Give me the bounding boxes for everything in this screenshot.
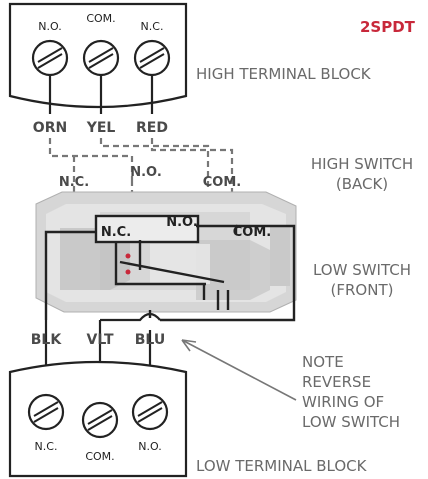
note-line-4: LOW SWITCH: [302, 413, 401, 431]
high-screw-no: [31, 39, 69, 77]
note-line-3: WIRING OF: [302, 393, 385, 411]
low-terminal-block: N.C. COM. N.O.: [8, 360, 188, 478]
low-screw-no: [131, 393, 169, 431]
note-text: NOTE REVERSE WIRING OF LOW SWITCH: [302, 352, 400, 432]
high-switch-label-line2: (BACK): [335, 175, 389, 193]
low-switch-label-line1: LOW SWITCH: [312, 261, 412, 279]
wire-label-blu: BLU: [135, 332, 165, 348]
high-terminal-nc: N.C.: [141, 20, 164, 33]
high-switch-label-line1: HIGH SWITCH: [310, 155, 414, 173]
contact-point-1: [125, 253, 131, 259]
note-line-2: REVERSE: [302, 373, 372, 391]
high-screw-nc: [133, 39, 171, 77]
wire-label-red: RED: [136, 120, 168, 136]
wire-label-orn: ORN: [33, 120, 67, 136]
high-switch-nc: N.C.: [59, 175, 89, 190]
low-switch-label: LOW SWITCH (FRONT): [304, 260, 420, 300]
low-screw-nc: [27, 393, 65, 431]
high-switch-label: HIGH SWITCH (BACK): [302, 154, 422, 194]
low-screw-com: [81, 401, 119, 439]
high-terminal-block: N.O. COM. N.C.: [8, 2, 188, 109]
high-terminal-block-label: HIGH TERMINAL BLOCK: [196, 65, 371, 83]
note-line-1: NOTE: [302, 353, 344, 371]
low-switch-nc: N.C.: [101, 225, 131, 240]
low-switch-label-line2: (FRONT): [330, 281, 394, 299]
high-screw-com: [82, 39, 120, 77]
high-terminal-com: COM.: [86, 12, 115, 25]
low-switch-wiring: [44, 214, 296, 322]
wire-label-blk: BLK: [31, 332, 63, 348]
note-arrow: [181, 339, 297, 401]
high-wires: [48, 75, 154, 114]
low-terminal-com: COM.: [85, 450, 114, 463]
switch-body: [35, 191, 297, 313]
high-switch-com: COM.: [203, 175, 241, 190]
low-switch-com: COM.: [233, 225, 271, 240]
low-terminal-nc: N.C.: [35, 440, 58, 453]
low-terminal-block-label: LOW TERMINAL BLOCK: [196, 457, 367, 475]
contact-point-2: [125, 269, 131, 275]
diagram-title: 2SPDT: [360, 18, 415, 36]
low-terminal-no: N.O.: [138, 440, 161, 453]
high-switch-no: N.O.: [130, 165, 162, 180]
low-switch-no: N.O.: [166, 215, 198, 230]
wire-label-vlt: VLT: [87, 332, 114, 348]
high-terminal-no: N.O.: [38, 20, 61, 33]
wire-label-yel: YEL: [86, 120, 116, 136]
